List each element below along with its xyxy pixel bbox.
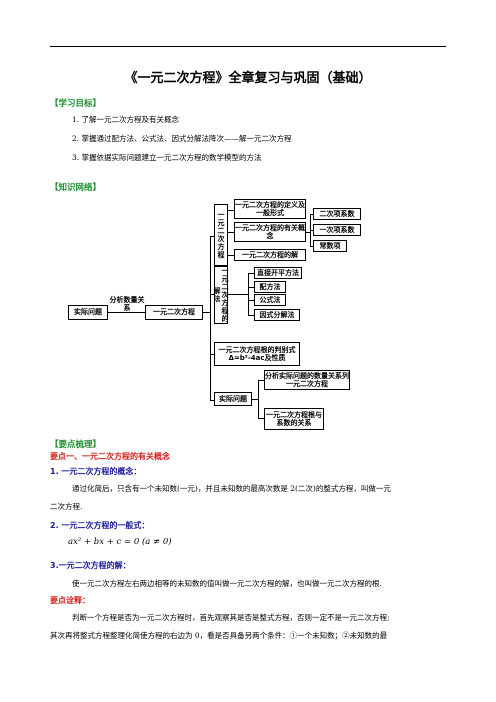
sub-1-heading: 1. 一元二次方程的概念： — [50, 467, 142, 476]
node-analyze-equation: 分析实际问题的数量关系列一元二次方程 — [264, 370, 350, 390]
point-1-heading: 要点一、一元二次方程的有关概念 — [50, 452, 170, 461]
objective-item-1: 1. 了解一元二次方程及有关概念 — [72, 115, 180, 124]
note-text-2: 其次再将整式方程整理化简使方程的右边为 0，看是否具备另两个条件：①一个未知数；… — [50, 631, 388, 640]
node-concept-group: 一元二次方程 — [214, 204, 228, 266]
knowledge-network-diagram: 实际问题 分析数量关系 一元二次方程 一元二次方程 一元二次方程的定义及一般形式… — [68, 196, 368, 436]
summary-heading: 【要点梳理】 — [50, 440, 102, 450]
node-definition: 一元二次方程的定义及一般形式 — [234, 199, 306, 219]
sub-1-text-2: 二次方程. — [50, 502, 83, 511]
node-related: 一元二次方程的有关概念 — [234, 222, 306, 242]
node-solving-group: 一元二次方程的解法 — [213, 266, 230, 324]
header-rule — [50, 46, 446, 47]
objective-item-3: 3. 掌握依据实际问题建立一元二次方程的数学模型的方法 — [72, 153, 262, 162]
network-heading: 【知识网络】 — [50, 183, 102, 193]
page-title: 《一元二次方程》全章复习与巩固（基础） — [124, 71, 372, 86]
sub-3-heading: 3.一元二次方程的解： — [50, 561, 131, 570]
node-roots-coefficients: 一元二次方程根与系数的关系 — [264, 408, 324, 430]
node-complete-square: 配方法 — [254, 281, 286, 293]
sub-2-heading: 2. 一元二次方程的一般式： — [50, 521, 150, 530]
node-formula-method: 公式法 — [254, 294, 286, 306]
objectives-heading: 【学习目标】 — [50, 99, 102, 109]
node-real-problem: 实际问题 — [68, 305, 108, 320]
node-factor-method: 因式分解法 — [254, 309, 300, 321]
objective-item-2: 2. 掌握通过配方法、公式法、因式分解法降次——解一元二次方程 — [72, 134, 292, 143]
sub-3-text: 使一元二次方程左右两边相等的未知数的值叫做一元二次方程的解，也叫做一元二次方程的… — [72, 579, 382, 588]
note-heading: 要点诠释： — [50, 596, 90, 605]
node-quad-coef: 二次项系数 — [313, 208, 361, 220]
node-constant: 常数项 — [313, 240, 347, 252]
node-linear-coef: 一次项系数 — [313, 224, 361, 236]
node-discriminant: 一元二次方程根的判别式Δ=b²-4ac及性质 — [214, 342, 300, 366]
sub-1-text-1: 通过化简后，只含有一个未知数(一元)，并且未知数的最高次数是 2(二次)的整式方… — [72, 484, 391, 493]
note-text-1: 判断一个方程是否为一元二次方程时，首先观察其是否是整式方程，否则一定不是一元二次… — [72, 613, 390, 622]
label-analyze: 分析数量关系 — [109, 296, 145, 313]
general-form-formula: ax² + bx + c = 0 (a ≠ 0) — [68, 537, 172, 547]
node-sqrt-method: 直接开平方法 — [254, 267, 302, 279]
node-equation: 一元二次方程 — [145, 305, 203, 320]
node-solution: 一元二次方程的解 — [234, 249, 306, 261]
node-real-problem-2: 实际问题 — [214, 392, 252, 406]
